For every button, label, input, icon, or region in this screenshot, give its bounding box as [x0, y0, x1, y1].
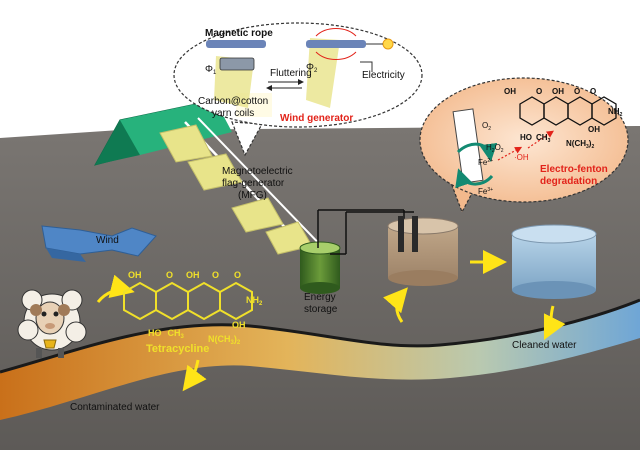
reactor-beaker — [387, 216, 459, 286]
tetracycline-label: Tetracycline — [146, 343, 209, 355]
magnetic-rope-label: Magnetic rope — [205, 28, 273, 39]
molecule-o-1: O — [536, 87, 542, 96]
wind-label: Wind — [96, 235, 119, 246]
phi1-label: Φ1 — [205, 64, 217, 76]
contaminated-water-label: Contaminated water — [70, 402, 160, 413]
sheep-icon — [17, 289, 87, 358]
wind-generator-title: Wind generator — [280, 113, 353, 124]
fenton-label-line2: degradation — [540, 176, 597, 187]
molecule-oh-2: OH — [552, 87, 564, 96]
molecule-nh2: NH2 — [608, 107, 623, 118]
mfg-label-line1: Magnetoelectric — [222, 166, 293, 177]
tc-o-3: O — [234, 270, 241, 280]
coils-label-line1: Carbon@cotton — [198, 96, 268, 107]
bulb-icon — [382, 38, 394, 50]
coil-1 — [219, 57, 255, 71]
electricity-label: Electricity — [362, 70, 405, 81]
tc-o-2: O — [212, 270, 219, 280]
mfg-label-line2: flag-generator — [222, 178, 285, 189]
tc-oh-right: OH — [232, 320, 246, 330]
o2-label: O2 — [482, 121, 491, 132]
molecule-o-2: O — [574, 87, 580, 96]
magnetic-rope-1 — [206, 40, 266, 48]
molecule-o-3: O — [590, 87, 596, 96]
energy-storage-cylinder — [299, 209, 414, 294]
phi2-label: Φ2 — [306, 62, 318, 74]
arrow-up-reactor — [383, 287, 408, 323]
tc-nh2: NH2 — [246, 295, 263, 307]
tc-oh-2: OH — [186, 270, 200, 280]
oh-radical-label: ·OH — [514, 153, 529, 162]
molecule-oh-1: OH — [504, 87, 516, 96]
coils-label-line2: yarn coils — [212, 108, 254, 119]
tc-o-1: O — [166, 270, 173, 280]
tetracycline-molecule — [123, 281, 253, 321]
arrow-molecule-to-river — [182, 359, 207, 392]
fenton-label-line1: Electro-fenton — [540, 164, 608, 175]
energy-storage-label-line1: Energy — [304, 292, 336, 303]
fluttering-label: Fluttering — [270, 68, 312, 79]
clean-water-beaker — [511, 224, 597, 299]
molecule-ncH3: N(CH3)2 — [566, 139, 594, 150]
fe2-label: Fe2+ — [478, 158, 493, 167]
cleaned-water-label: Cleaned water — [512, 340, 577, 351]
arrow-sheep-to-molecule — [96, 274, 135, 303]
h2o2-label: H2O2 — [486, 143, 504, 154]
fe3-label: Fe3+ — [478, 187, 493, 196]
tc-ncH3: N(CH3)2 — [208, 334, 241, 346]
tent — [93, 99, 232, 166]
molecule-oh-right: OH — [588, 125, 600, 134]
tc-oh-1: OH — [128, 270, 142, 280]
molecule-in-bubble — [519, 96, 617, 126]
wind-generator-bubble — [173, 22, 423, 157]
mfg-label-line3: (MFG) — [238, 190, 267, 201]
magnetic-rope-2 — [306, 40, 366, 48]
fenton-bubble — [419, 77, 629, 214]
wind-arrow — [41, 225, 157, 262]
arrow-down-clean — [543, 305, 566, 341]
energy-storage-label-line2: storage — [304, 304, 338, 315]
